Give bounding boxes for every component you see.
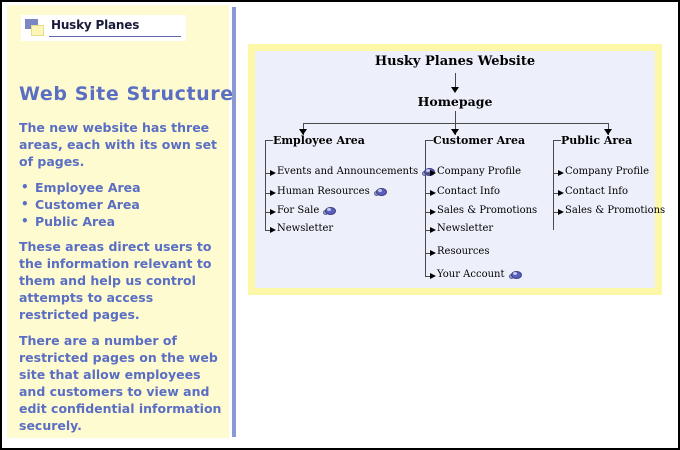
connector-home-bus — [455, 111, 456, 124]
secure-lock-icon — [323, 205, 337, 216]
leaf-label: Contact Info — [437, 186, 501, 197]
arrow-right-icon — [430, 226, 436, 233]
leaf-node[interactable]: Contact Info — [565, 186, 628, 197]
logo-text: Husky Planes — [51, 18, 140, 32]
arrow-down-icon — [451, 129, 459, 135]
list-item: Customer Area — [19, 196, 224, 213]
sidebar-paragraph-1: The new website has three areas, each wi… — [19, 120, 218, 169]
branch-line — [425, 230, 433, 231]
leaf-node[interactable]: Your Account — [437, 269, 523, 280]
leaf-label: For Sale — [277, 205, 320, 216]
branch-line — [265, 212, 273, 213]
list-item: Public Area — [19, 213, 224, 230]
leaf-label: Human Resources — [277, 186, 370, 197]
stub-employee — [265, 140, 273, 141]
branch-line — [425, 193, 433, 194]
arrow-right-icon — [270, 208, 276, 215]
leaf-node[interactable]: Newsletter — [437, 223, 493, 234]
leaf-node[interactable]: Human Resources — [277, 186, 388, 197]
diagram-panel: Husky Planes Website Homepage Employee A… — [248, 44, 665, 295]
leaf-node[interactable]: Events and Announcements — [277, 166, 436, 177]
branch-line — [553, 173, 561, 174]
branch-line — [553, 193, 561, 194]
arrow-down-icon — [451, 87, 459, 93]
leaf-label: Resources — [437, 246, 490, 257]
arrow-down-icon — [299, 129, 307, 135]
logo-box: Husky Planes — [21, 15, 186, 41]
leaf-label: Newsletter — [437, 223, 494, 234]
page-title: Web Site Structure — [19, 83, 234, 105]
arrow-right-icon — [270, 189, 276, 196]
sidebar-paragraph-3: There are a number of restricted pages o… — [19, 333, 222, 433]
spine-customer — [425, 140, 426, 276]
leaf-label: Sales & Promotions — [565, 205, 666, 216]
spine-employee — [265, 140, 266, 230]
spine-public — [553, 140, 554, 230]
secure-lock-icon — [508, 269, 523, 280]
leaf-label: Your Account — [437, 269, 505, 280]
leaf-node[interactable]: Company Profile — [565, 166, 649, 177]
connector-root-home — [455, 73, 456, 91]
sidebar-paragraph-2: These areas direct users to the informat… — [19, 239, 212, 322]
sidebar-panel: Husky Planes Web Site Structure The new … — [7, 5, 233, 438]
leaf-node[interactable]: Sales & Promotions — [565, 205, 665, 216]
arrow-right-icon — [430, 208, 436, 215]
arrow-right-icon — [270, 226, 276, 233]
leaf-node[interactable]: Sales & Promotions — [437, 205, 537, 216]
leaf-label: Sales & Promotions — [437, 205, 538, 216]
squares-logo-icon — [25, 19, 47, 37]
arrow-right-icon — [430, 272, 436, 279]
diagram-homepage-node: Homepage — [417, 94, 493, 109]
sidebar-bullet-list: Employee Area Customer Area Public Area — [19, 179, 224, 230]
logo-square-yellow — [31, 25, 44, 36]
arrow-right-icon — [270, 169, 276, 176]
logo-square-blue — [25, 19, 38, 29]
branch-line — [265, 173, 273, 174]
leaf-label: Events and Announcements — [277, 166, 419, 177]
leaf-label: Newsletter — [277, 223, 334, 234]
stub-customer — [425, 140, 433, 141]
leaf-node[interactable]: Resources — [437, 246, 489, 257]
vertical-divider — [232, 7, 236, 437]
branch-line — [425, 173, 433, 174]
arrow-right-icon — [430, 169, 436, 176]
arrow-right-icon — [558, 208, 564, 215]
arrow-right-icon — [430, 189, 436, 196]
branch-line — [425, 276, 433, 277]
stub-public — [553, 140, 561, 141]
column-heading-employee: Employee Area — [273, 134, 365, 147]
leaf-node[interactable]: Newsletter — [277, 223, 333, 234]
leaf-label: Company Profile — [565, 166, 650, 177]
arrow-right-icon — [558, 169, 564, 176]
branch-line — [425, 212, 433, 213]
arrow-right-icon — [558, 189, 564, 196]
column-heading-public: Public Area — [561, 134, 633, 147]
logo-underline — [49, 36, 181, 37]
diagram-canvas: Husky Planes Website Homepage Employee A… — [255, 51, 665, 288]
branch-line — [265, 193, 273, 194]
leaf-node[interactable]: Company Profile — [437, 166, 521, 177]
diagram-root-node: Husky Planes Website — [374, 54, 536, 69]
branch-line — [425, 253, 433, 254]
secure-lock-icon — [373, 186, 388, 197]
leaf-node[interactable]: Contact Info — [437, 186, 500, 197]
leaf-label: Contact Info — [565, 186, 629, 197]
branch-line — [553, 212, 561, 213]
leaf-label: Company Profile — [437, 166, 522, 177]
arrow-down-icon — [604, 129, 612, 135]
branch-line — [265, 230, 273, 231]
column-heading-customer: Customer Area — [433, 134, 526, 147]
leaf-node[interactable]: For Sale — [277, 205, 337, 216]
arrow-right-icon — [430, 249, 436, 256]
list-item: Employee Area — [19, 179, 224, 196]
